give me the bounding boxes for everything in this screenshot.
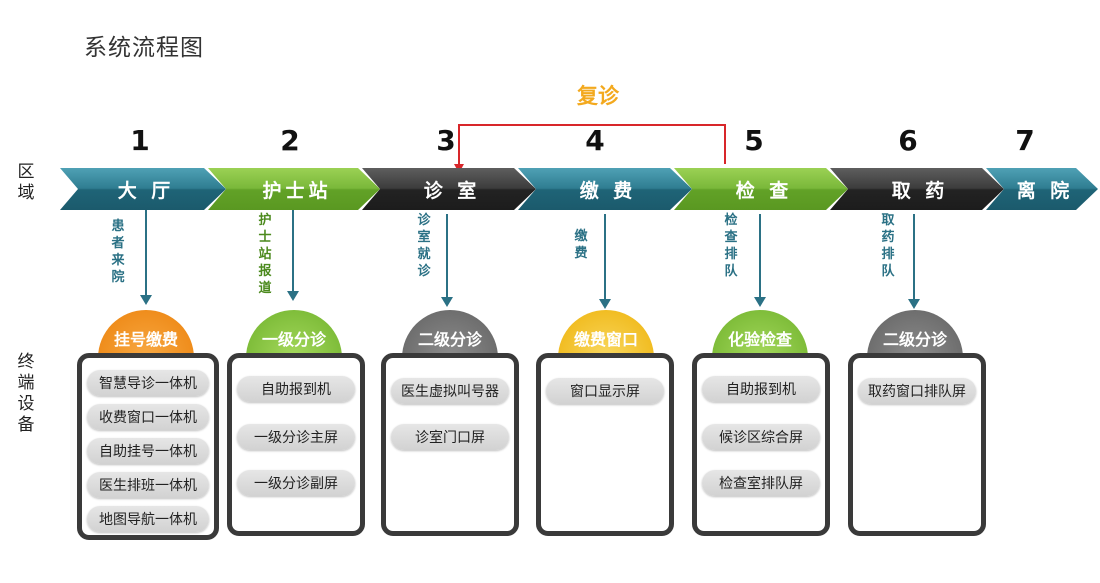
step-number-5: 5: [744, 124, 764, 157]
device-box-5: 自助报到机 候诊区综合屏 检查室排队屏: [692, 353, 830, 536]
device-item: 地图导航一体机: [87, 506, 209, 532]
down-arrow-1: [140, 210, 152, 305]
category-dome-triage-2: 二级分诊: [402, 310, 498, 358]
device-item: 智慧导诊一体机: [87, 370, 209, 396]
device-item: 自助挂号一体机: [87, 438, 209, 464]
row-label-devices: 终端设备: [17, 352, 35, 435]
category-dome-triage-3: 二级分诊: [867, 310, 963, 358]
category-dome-triage-1: 一级分诊: [246, 310, 342, 358]
down-arrow-2: [287, 210, 299, 301]
stage-chevron-clinic: 诊 室: [362, 168, 536, 210]
category-dome-lab: 化验检查: [712, 310, 808, 358]
step-number-6: 6: [898, 124, 918, 157]
transition-label-3: 诊室就诊: [417, 213, 431, 279]
stage-chevron-payment: 缴 费: [518, 168, 692, 210]
device-item: 自助报到机: [702, 376, 820, 402]
device-item: 检查室排队屏: [702, 470, 820, 496]
step-number-7: 7: [1015, 124, 1035, 157]
transition-label-5: 检查排队: [724, 213, 738, 279]
step-number-2: 2: [280, 124, 300, 157]
row-label-area: 区域: [17, 162, 35, 203]
stage-chevron-discharge: 离 院: [986, 168, 1098, 210]
device-box-2: 自助报到机 一级分诊主屏 一级分诊副屏: [227, 353, 365, 536]
device-item: 一级分诊主屏: [237, 424, 355, 450]
device-box-6: 取药窗口排队屏: [848, 353, 986, 536]
transition-label-2: 护士站报道: [258, 213, 272, 296]
down-arrow-3: [441, 214, 453, 307]
down-arrow-5: [754, 214, 766, 307]
device-box-3: 医生虚拟叫号器 诊室门口屏: [381, 353, 519, 536]
transition-label-4: 缴费: [574, 229, 588, 261]
device-box-4: 窗口显示屏: [536, 353, 674, 536]
revisit-label: 复诊: [577, 84, 619, 108]
stage-chevron-pharmacy: 取 药: [830, 168, 1004, 210]
category-dome-payment: 缴费窗口: [558, 310, 654, 358]
device-item: 取药窗口排队屏: [858, 378, 976, 404]
device-item: 医生排班一体机: [87, 472, 209, 498]
stage-chevron-exam: 检 查: [674, 168, 848, 210]
transition-label-6: 取药排队: [881, 213, 895, 279]
device-item: 医生虚拟叫号器: [391, 378, 509, 404]
step-number-1: 1: [130, 124, 150, 157]
stage-chevron-nurse: 护士站: [208, 168, 380, 210]
down-arrow-4: [599, 214, 611, 309]
stage-chevron-lobby: 大 厅: [60, 168, 226, 210]
transition-label-1: 患者来院: [111, 219, 125, 285]
step-number-3: 3: [436, 124, 456, 157]
device-item: 自助报到机: [237, 376, 355, 402]
device-item: 一级分诊副屏: [237, 470, 355, 496]
device-box-1: 智慧导诊一体机 收费窗口一体机 自助挂号一体机 医生排班一体机 地图导航一体机: [77, 353, 219, 540]
step-number-4: 4: [585, 124, 605, 157]
device-item: 诊室门口屏: [391, 424, 509, 450]
device-item: 收费窗口一体机: [87, 404, 209, 430]
device-item: 窗口显示屏: [546, 378, 664, 404]
category-dome-registration: 挂号缴费: [98, 310, 194, 358]
down-arrow-6: [908, 214, 920, 309]
page-title: 系统流程图: [84, 35, 204, 61]
device-item: 候诊区综合屏: [702, 424, 820, 450]
